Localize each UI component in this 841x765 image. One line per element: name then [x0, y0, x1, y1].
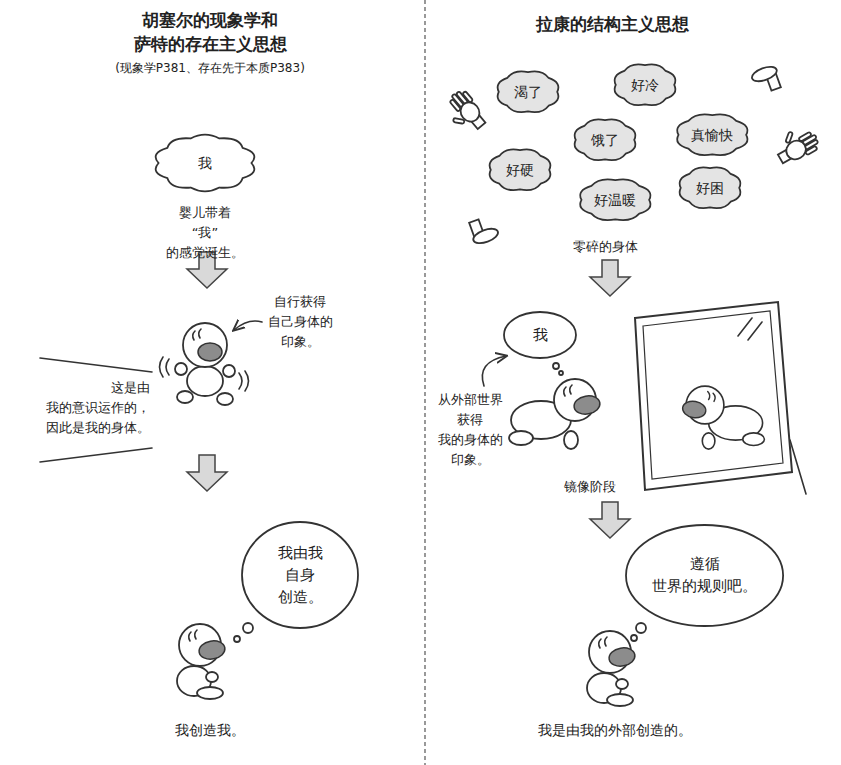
caption: 零碎的身体 — [573, 238, 638, 256]
cloud-shape — [498, 72, 559, 113]
foot-figure — [467, 215, 500, 246]
bracket-line — [40, 358, 152, 372]
node-text-group: 我 — [533, 324, 548, 346]
speech-bubble: 我由我 自身 创造。 — [240, 520, 360, 630]
cloud-shape — [615, 65, 676, 106]
sensation-cloud: 好困 — [674, 163, 746, 213]
caption: 我是由我的外部创造的。 — [538, 720, 692, 740]
sensation-cloud: 饿了 — [569, 115, 641, 165]
node-text: 我 — [533, 324, 548, 346]
node-text: 好困 — [696, 177, 724, 199]
foot-figure — [750, 64, 783, 95]
node-text: 我 — [198, 152, 212, 174]
bubble-shape — [242, 522, 358, 628]
flow-arrow — [187, 455, 227, 491]
node-text: 遵循 世界的规则吧。 — [652, 553, 757, 597]
node-text-group: 真愉快 — [691, 124, 733, 146]
cloud-shape — [680, 168, 741, 209]
flow-arrow — [590, 502, 630, 538]
node-text: 好冷 — [631, 74, 659, 96]
node-text: 我由我 自身 创造。 — [278, 542, 323, 608]
callout-note: 自行获得 自己身体的 印象。 — [268, 292, 333, 352]
baby-figure — [160, 323, 249, 405]
node-text: 好温暖 — [594, 189, 636, 211]
sensation-cloud: 真愉快 — [671, 110, 754, 160]
mirror — [635, 302, 806, 494]
node-text-group: 好困 — [696, 177, 724, 199]
cloud-shape — [575, 120, 636, 161]
node-outline — [624, 523, 785, 628]
caption: 婴儿带着 “我”的感觉诞生。 — [166, 203, 244, 263]
bracket-line — [40, 448, 152, 462]
bubble-trail — [243, 623, 253, 633]
panel-heading: 胡塞尔的现象学和 萨特的存在主义思想 — [134, 8, 287, 56]
bubble-trail — [636, 623, 646, 633]
thought-cloud: 我 — [149, 131, 261, 195]
bubble-trail — [559, 371, 563, 375]
sensation-cloud: 好冷 — [609, 60, 681, 110]
column-divider — [424, 0, 425, 765]
thought-bubble: 我 — [502, 310, 578, 360]
baby-figure — [587, 631, 636, 706]
baby-figure — [177, 624, 226, 699]
node-text-group: 好温暖 — [594, 189, 636, 211]
sensation-cloud: 好硬 — [484, 145, 556, 195]
caption: 我创造我。 — [175, 720, 245, 740]
cloud-shape — [156, 135, 255, 192]
sensation-cloud: 渴了 — [492, 67, 564, 117]
node-text: 真愉快 — [691, 124, 733, 146]
callout-note: 从外部世界 获得 我的身体的 印象。 — [438, 390, 503, 470]
hand-figure — [440, 87, 490, 138]
cloud-shape — [490, 150, 551, 191]
hand-figure — [771, 121, 822, 167]
stage-label: 镜像阶段 — [564, 478, 616, 496]
baby-figure — [509, 379, 601, 449]
node-text: 渴了 — [514, 81, 542, 103]
node-text-group: 遵循 世界的规则吧。 — [652, 553, 757, 597]
bubble-trail — [234, 636, 240, 642]
node-text-group: 我 — [198, 152, 212, 174]
flow-arrow — [590, 260, 630, 296]
bubble-trail — [553, 363, 559, 369]
leader-arrow — [234, 321, 262, 330]
node-text-group: 渴了 — [514, 81, 542, 103]
cloud-shape — [677, 115, 747, 156]
cloud-shape — [580, 180, 650, 221]
reference-note: (现象学P381、存在先于本质P383) — [115, 60, 305, 76]
leader-arrow — [482, 356, 506, 386]
panel-heading: 拉康的结构主义思想 — [536, 12, 689, 36]
bubble-trail — [631, 635, 637, 641]
node-text-group: 好冷 — [631, 74, 659, 96]
node-text: 饿了 — [591, 129, 619, 151]
bubble-shape — [626, 525, 783, 626]
node-text-group: 好硬 — [506, 159, 534, 181]
callout-note: 这是由 我的意识运作的， 因此是我的身体。 — [46, 378, 150, 438]
node-text: 好硬 — [506, 159, 534, 181]
node-text-group: 饿了 — [591, 129, 619, 151]
node-text-group: 我由我 自身 创造。 — [278, 542, 323, 608]
speech-bubble: 遵循 世界的规则吧。 — [624, 523, 785, 628]
bubble-shape — [504, 312, 576, 358]
sensation-cloud: 好温暖 — [574, 175, 657, 225]
